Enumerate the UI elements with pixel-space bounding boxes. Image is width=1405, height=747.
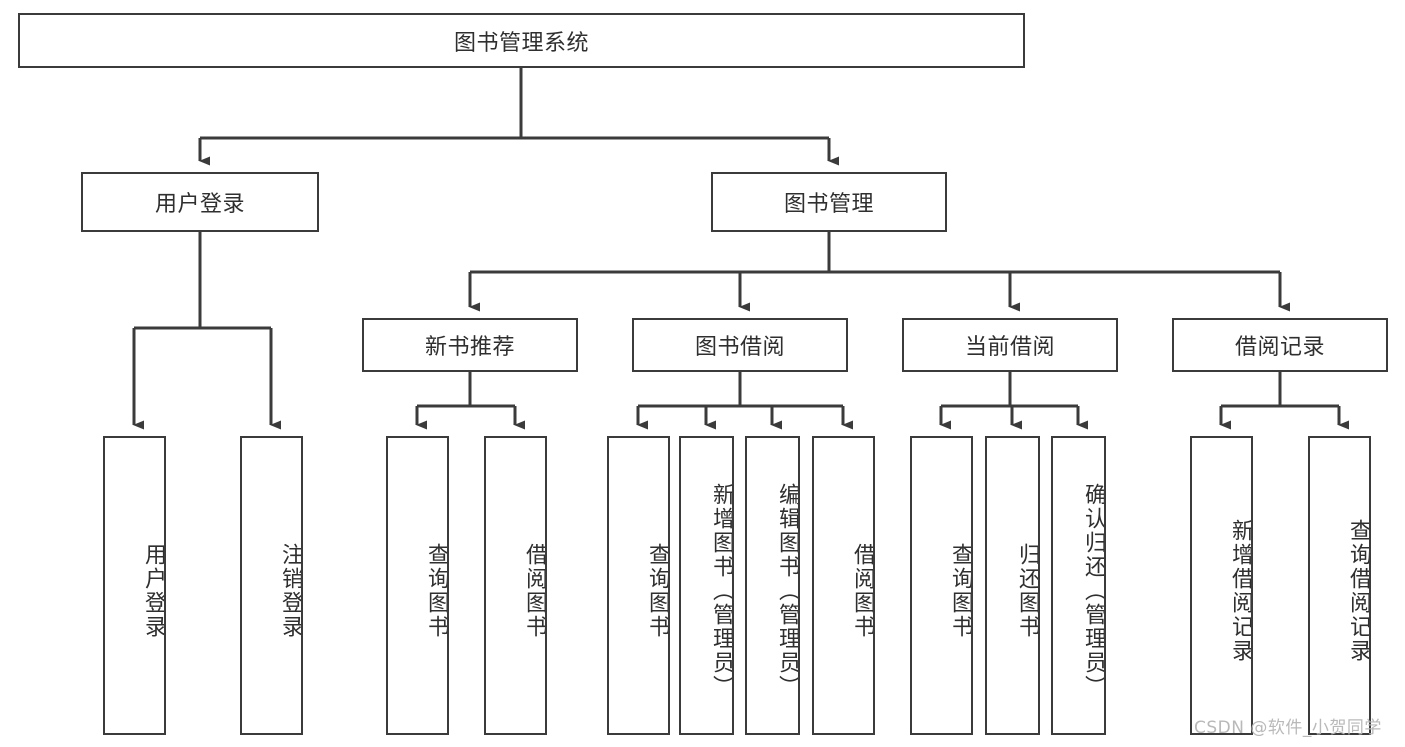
node-leaf-return-book[interactable]: 归还图书 [985,436,1040,735]
node-label: 编辑图书（管理员） [775,482,800,699]
node-new-book-recommend[interactable]: 新书推荐 [362,318,578,372]
node-borrow-record[interactable]: 借阅记录 [1172,318,1388,372]
node-leaf-add-book[interactable]: 新增图书（管理员） [679,436,734,735]
node-book-manage[interactable]: 图书管理 [711,172,947,232]
node-label: 注销登录 [278,542,303,639]
node-leaf-query-book-borrow[interactable]: 查询图书 [607,436,670,735]
node-leaf-query-book-current[interactable]: 查询图书 [910,436,973,735]
node-leaf-query-record[interactable]: 查询借阅记录 [1308,436,1371,735]
node-label: 用户登录 [154,192,245,217]
node-label: 查询图书 [645,542,670,639]
watermark-label: CSDN @软件_小贺同学 [1194,718,1382,738]
node-label: 查询图书 [424,542,449,639]
node-leaf-user-login[interactable]: 用户登录 [103,436,166,735]
node-label: 图书借阅 [694,335,785,360]
node-label: 新增借阅记录 [1228,518,1253,663]
node-leaf-query-book-new[interactable]: 查询图书 [386,436,449,735]
node-label: 确认归还（管理员） [1081,482,1106,699]
node-leaf-borrow-book[interactable]: 借阅图书 [812,436,875,735]
node-leaf-edit-book[interactable]: 编辑图书（管理员） [745,436,800,735]
node-label: 借阅记录 [1234,335,1325,360]
node-leaf-add-record[interactable]: 新增借阅记录 [1190,436,1253,735]
node-leaf-logout[interactable]: 注销登录 [240,436,303,735]
node-label: 新增图书（管理员） [709,482,734,699]
node-label: 借阅图书 [850,542,875,639]
node-label: 图书管理 [783,192,874,217]
node-leaf-borrow-book-new[interactable]: 借阅图书 [484,436,547,735]
node-leaf-confirm-return[interactable]: 确认归还（管理员） [1051,436,1106,735]
node-label: 图书管理系统 [453,30,589,56]
node-label: 归还图书 [1015,542,1040,639]
node-book-borrow[interactable]: 图书借阅 [632,318,848,372]
node-root[interactable]: 图书管理系统 [18,13,1025,68]
node-current-borrow[interactable]: 当前借阅 [902,318,1118,372]
node-user-login[interactable]: 用户登录 [81,172,319,232]
node-label: 用户登录 [141,542,166,639]
node-label: 查询借阅记录 [1346,518,1371,663]
node-label: 查询图书 [948,542,973,639]
node-label: 新书推荐 [424,335,515,360]
node-label: 当前借阅 [964,335,1055,360]
node-label: 借阅图书 [522,542,547,639]
